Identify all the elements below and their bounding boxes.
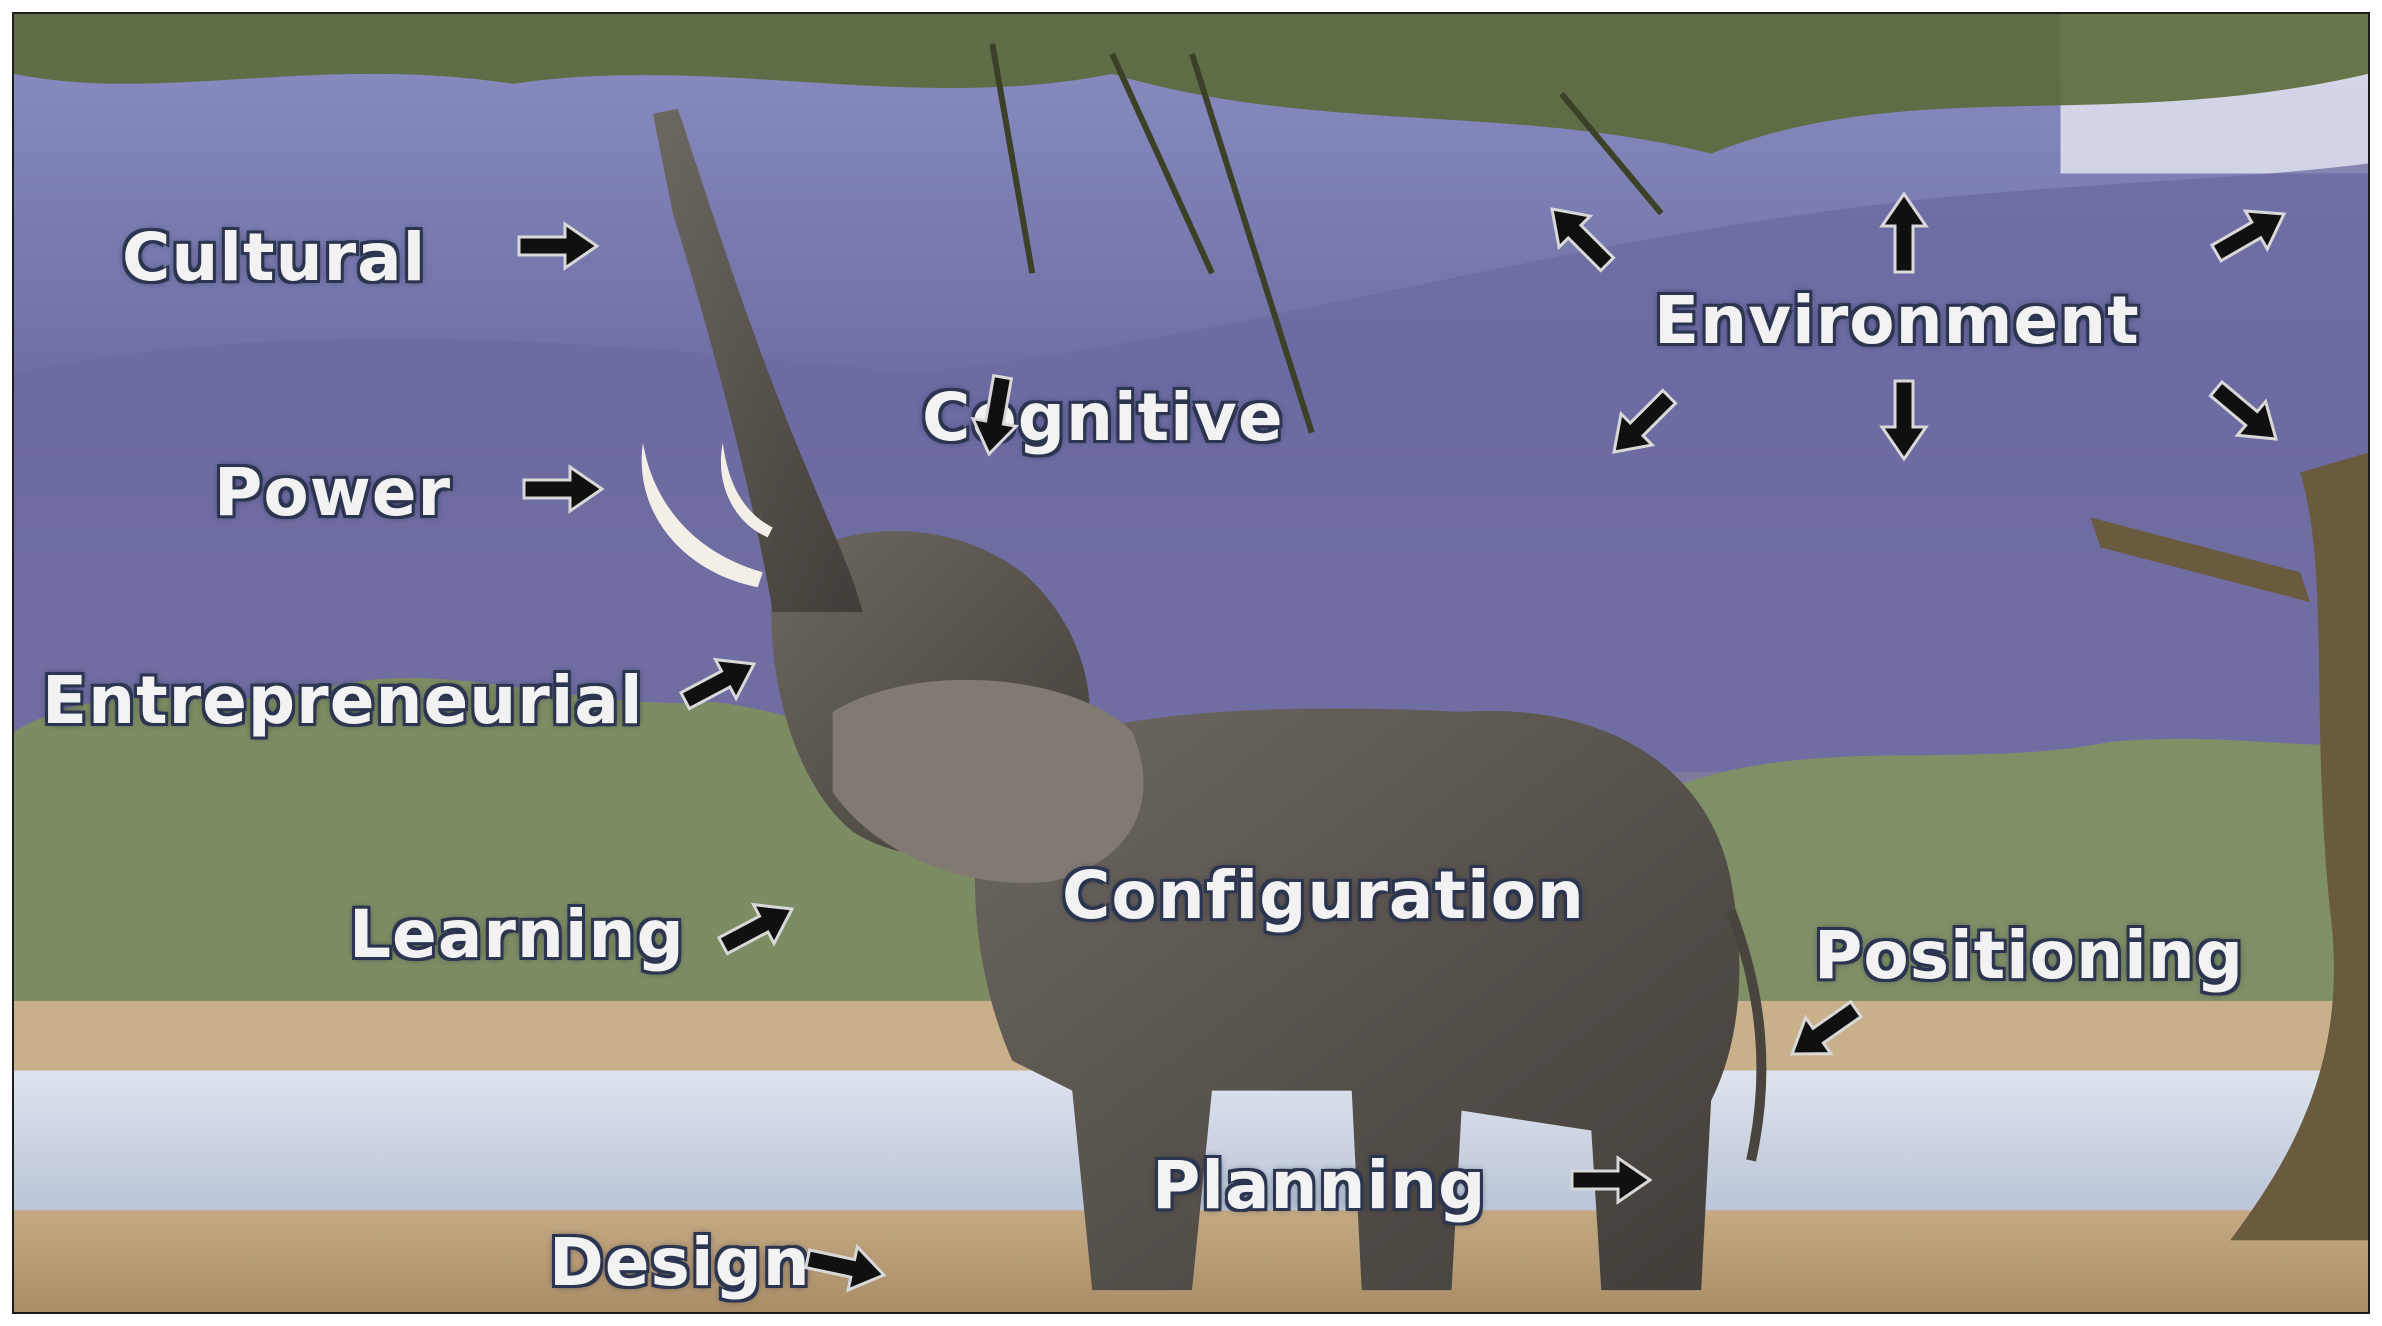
arrow-icon-env-up [1882, 194, 1926, 272]
arrow-icon-env-up-left [1536, 193, 1622, 279]
arrow-icon-design [803, 1237, 888, 1296]
arrow-icon-env-down-left [1598, 381, 1684, 467]
arrow-icon-learning [713, 890, 803, 965]
arrows-layer [14, 14, 2370, 1314]
arrow-icon-planning [1572, 1158, 1650, 1202]
arrow-icon-power [524, 467, 602, 511]
arrow-icon-entrepreneurial [675, 645, 765, 720]
arrow-icon-env-up-right [2205, 195, 2295, 272]
arrow-icon-env-down-right [2202, 372, 2290, 456]
image-frame: Cultural Power Entrepreneurial Learning … [12, 12, 2370, 1314]
arrow-icon-cognitive [967, 373, 1024, 457]
arrow-icon-positioning [1779, 991, 1868, 1072]
arrow-icon-cultural [519, 224, 597, 268]
arrow-icon-env-down [1882, 381, 1926, 459]
